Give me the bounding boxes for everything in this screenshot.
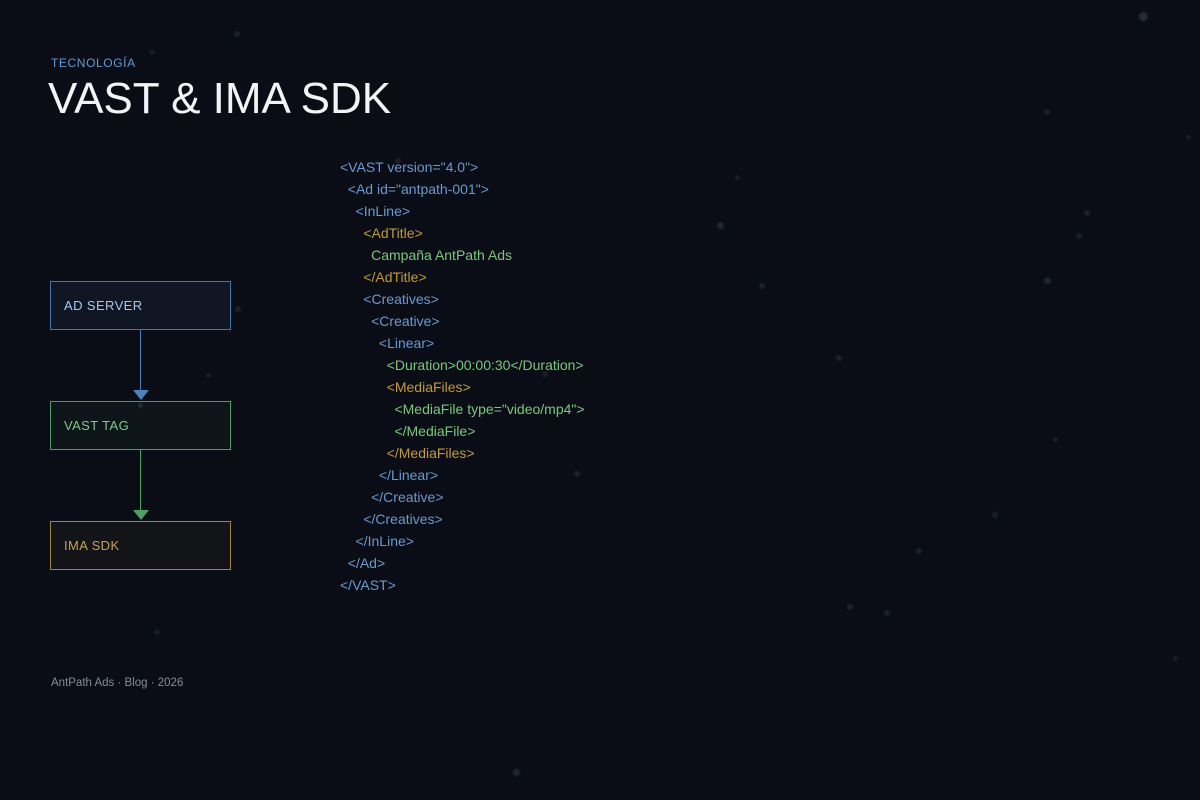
code-line: Campaña AntPath Ads (340, 247, 512, 263)
code-line: </AdTitle> (340, 269, 427, 285)
star-dot (542, 371, 548, 377)
star-dot (1044, 109, 1050, 115)
code-line: <Creative> (340, 313, 440, 329)
code-line: <Creatives> (340, 291, 439, 307)
code-line: <VAST version="4.0"> (340, 159, 479, 175)
code-line: <Linear> (340, 335, 435, 351)
code-line: </InLine> (340, 533, 414, 549)
star-dot (1138, 11, 1148, 21)
diagram-node-label: VAST TAG (64, 418, 130, 433)
vast-code-block: <VAST version="4.0"> <Ad id="antpath-001… (340, 156, 585, 596)
code-line: <Ad id="antpath-001"> (340, 181, 489, 197)
arrow-ad-server-to-vast-tag (50, 330, 231, 401)
star-dot (1043, 276, 1051, 284)
code-line: <InLine> (340, 203, 411, 219)
star-dot (1052, 436, 1058, 442)
star-dot (574, 471, 580, 477)
star-dot (395, 158, 401, 164)
arrow-down-icon (133, 390, 149, 400)
star-dot (234, 31, 240, 37)
star-dot (759, 283, 765, 289)
footer-text: AntPath Ads · Blog · 2026 (51, 677, 184, 689)
star-dot (149, 49, 155, 55)
code-line: <Duration>00:00:30</Duration> (340, 357, 584, 373)
arrow-line (140, 450, 141, 511)
star-dot (235, 306, 241, 312)
arrow-line (140, 330, 141, 391)
star-dot (205, 372, 211, 378)
code-line: <MediaFiles> (340, 379, 471, 395)
star-dot (836, 355, 842, 361)
code-line: </Ad> (340, 555, 386, 571)
diagram-node-label: AD SERVER (64, 298, 143, 313)
star-dot (716, 221, 724, 229)
code-line: </MediaFile> (340, 423, 476, 439)
star-dot (1185, 134, 1191, 140)
code-line: </MediaFiles> (340, 445, 475, 461)
diagram-node-ima-sdk: IMA SDK (50, 521, 231, 570)
code-line: </VAST> (340, 577, 396, 593)
arrow-vast-tag-to-ima-sdk (50, 450, 231, 521)
diagram-node-label: IMA SDK (64, 538, 120, 553)
code-line: <AdTitle> (340, 225, 423, 241)
star-dot (916, 548, 922, 554)
page-title: VAST & IMA SDK (48, 74, 392, 123)
star-dot (512, 768, 520, 776)
diagram-node-ad-server: AD SERVER (50, 281, 231, 330)
star-dot (137, 402, 143, 408)
star-dot (1084, 210, 1090, 216)
code-line: </Creative> (340, 489, 444, 505)
star-dot (884, 610, 890, 616)
arrow-down-icon (133, 510, 149, 520)
diagram-node-vast-tag: VAST TAG (50, 401, 231, 450)
code-line: </Creatives> (340, 511, 443, 527)
code-line: <MediaFile type="video/mp4"> (340, 401, 585, 417)
star-dot (847, 604, 853, 610)
star-dot (1172, 655, 1178, 661)
category-label: TECNOLOGÍA (51, 56, 136, 70)
star-dot (734, 174, 740, 180)
code-line: </Linear> (340, 467, 439, 483)
star-dot (154, 629, 160, 635)
star-dot (1076, 233, 1082, 239)
star-dot (992, 512, 998, 518)
